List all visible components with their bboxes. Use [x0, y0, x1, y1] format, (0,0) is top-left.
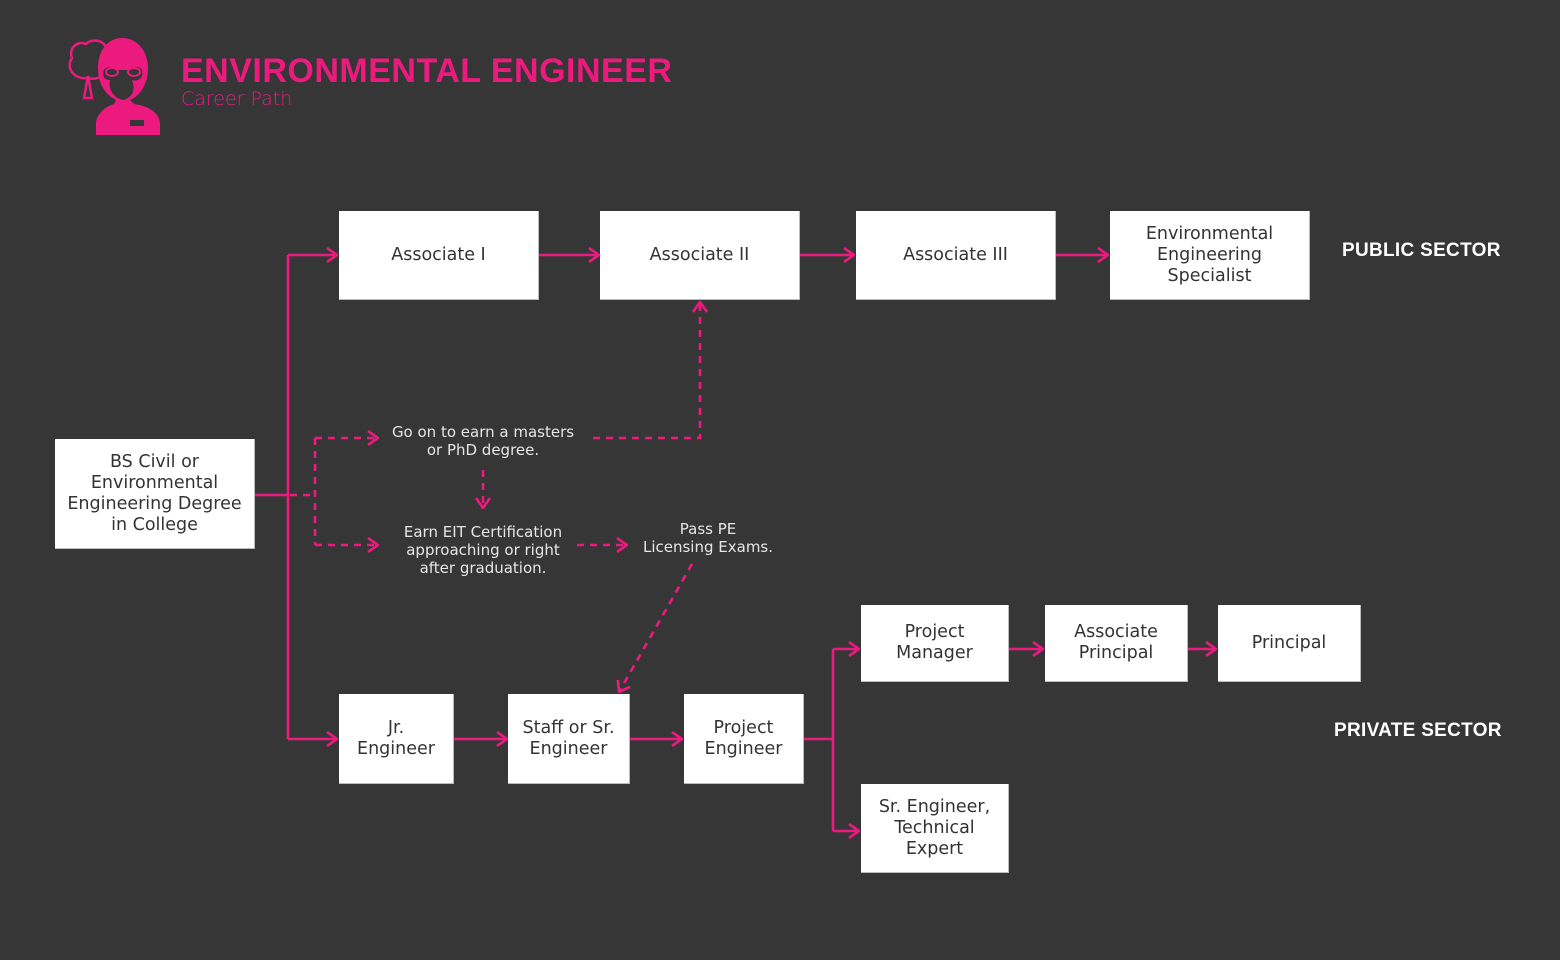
masters-degree-note: Go on to earn a masters or PhD degree. [391, 423, 575, 459]
dashed-masters-to-associate-2 [593, 302, 700, 440]
jr-engineer-box: Jr. Engineer [339, 694, 454, 784]
start-degree-box: BS Civil or Environmental Engineering De… [55, 439, 255, 549]
associate-1-box: Associate I [339, 211, 539, 300]
eit-certification-note: Earn EIT Certification approaching or ri… [403, 523, 563, 577]
project-engineer-box: Project Engineer [684, 694, 804, 784]
engineer-with-tree-icon [68, 38, 160, 135]
specialist-box: Environmental Engineering Specialist [1110, 211, 1310, 300]
dashed-pe-to-staff-engineer [619, 563, 694, 692]
principal-box: Principal [1218, 605, 1361, 682]
associate-3-box: Associate III [856, 211, 1056, 300]
page-subtitle: Career Path [181, 88, 293, 110]
page-title: ENVIRONMENTAL ENGINEER [181, 52, 673, 90]
sr-engineer-technical-expert-box: Sr. Engineer, Technical Expert [861, 784, 1009, 873]
pe-licensing-note: Pass PE Licensing Exams. [642, 520, 774, 556]
staff-sr-engineer-box: Staff or Sr. Engineer [508, 694, 630, 784]
associate-2-box: Associate II [600, 211, 800, 300]
associate-principal-box: Associate Principal [1045, 605, 1188, 682]
project-manager-box: Project Manager [861, 605, 1009, 682]
public-sector-label: PUBLIC SECTOR [1342, 240, 1501, 261]
private-sector-label: PRIVATE SECTOR [1334, 720, 1502, 741]
